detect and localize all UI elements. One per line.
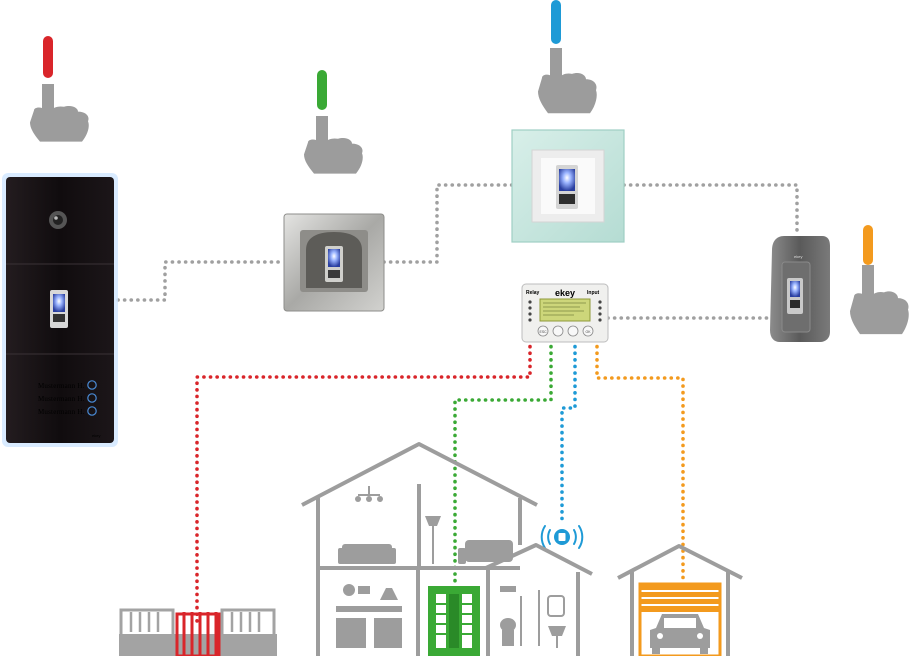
flush-mount-fingerprint-reader xyxy=(283,213,385,312)
garage-illustration xyxy=(617,544,743,656)
garage-car-icon xyxy=(650,614,710,654)
front-door-icon xyxy=(428,586,480,656)
orange-link-to-garage xyxy=(595,338,685,586)
down-button[interactable] xyxy=(552,325,564,337)
garage-door-icon xyxy=(638,582,722,656)
wiring-lines xyxy=(116,183,799,624)
relay-label: Relay xyxy=(526,290,540,296)
gray-link-flush-to-glass-reader xyxy=(382,183,514,264)
lcd-display xyxy=(539,298,591,322)
blue-link-to-wireless xyxy=(560,338,577,522)
ok-button[interactable] xyxy=(582,325,594,337)
ok-button-label: OK xyxy=(586,330,592,334)
control-unit: Relay ekey Input ESC OK xyxy=(521,283,609,343)
esc-button[interactable] xyxy=(537,325,549,337)
gray-link-glass-to-wall-reader xyxy=(622,183,799,234)
wall-mount-fingerprint-reader: ekey xyxy=(770,236,830,342)
input-label: Input xyxy=(587,290,600,296)
control-unit-buttons: ESC OK xyxy=(537,325,594,337)
doorbell-panel: Mustermann H. Mustermann H. Mustermann H… xyxy=(2,173,118,447)
red-link-to-gate xyxy=(195,338,532,624)
hand-blue-finger-icon xyxy=(538,0,597,114)
hand-green-finger-icon xyxy=(304,70,363,174)
bell-button-2-icon[interactable] xyxy=(87,393,97,403)
fence-with-gate xyxy=(119,608,277,656)
gray-link-doorbell-to-flush-reader xyxy=(116,260,286,302)
gate-icon xyxy=(175,612,221,656)
doorbell-name-plate-1: Mustermann H. xyxy=(38,382,85,390)
ekey-logo-word: ekey xyxy=(555,288,575,298)
svg-text:ekey: ekey xyxy=(794,254,802,259)
doorbell-name-plate-3: Mustermann H. xyxy=(38,408,85,416)
green-link-to-door xyxy=(453,338,553,588)
glass-frame-fingerprint-reader xyxy=(511,129,625,243)
doorbell-brand: ekey xyxy=(92,433,100,438)
esc-button-label: ESC xyxy=(540,330,548,334)
bell-button-3-icon[interactable] xyxy=(87,406,97,416)
bell-button-1-icon[interactable] xyxy=(87,380,97,390)
up-button[interactable] xyxy=(567,325,579,337)
relay-status-leds xyxy=(528,300,602,322)
house-furniture xyxy=(336,486,566,648)
wireless-signal-icon xyxy=(540,525,584,549)
hand-red-finger-icon xyxy=(30,36,89,142)
doorbell-name-plate-2: Mustermann H. xyxy=(38,395,85,403)
hand-orange-finger-icon xyxy=(850,225,909,335)
